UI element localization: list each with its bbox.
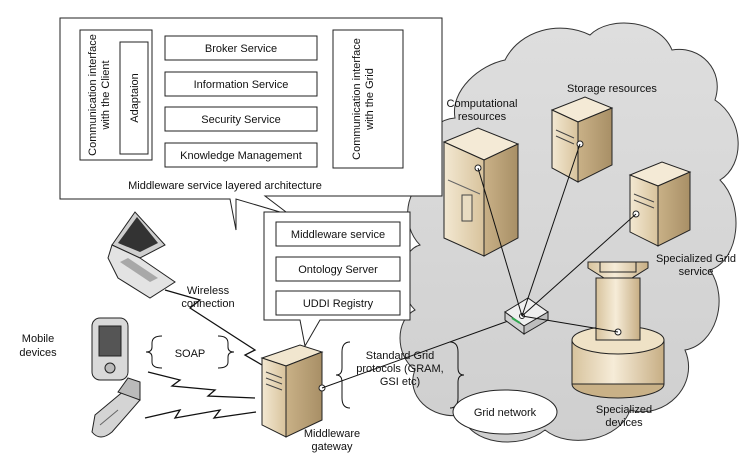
wireless-link-laptop — [164, 289, 263, 366]
soap-brace-right — [217, 335, 235, 369]
soap-label: SOAP — [175, 348, 206, 360]
grid-network-ellipse — [452, 389, 558, 435]
broker-service-label: Broker Service — [205, 43, 277, 55]
service-box-broker — [164, 35, 318, 61]
client-interface-label: Communication interfacewith the Client — [87, 34, 112, 156]
grid-interface-label: Communication interfacewith the Grid — [351, 38, 376, 160]
computational-server-icon — [442, 127, 520, 257]
knowledge-management-label: Knowledge Management — [180, 150, 302, 162]
gateway-ontology-server-label: Ontology Server — [298, 264, 378, 276]
service-box-information — [164, 71, 318, 97]
wireless-link-pda — [147, 371, 256, 399]
architecture-caption: Middleware service layered architecture — [128, 180, 322, 192]
laptop-icon — [107, 211, 176, 299]
soap-brace-left — [145, 335, 163, 369]
wireless-link-phone — [144, 409, 257, 419]
grid-network-label: Grid network — [474, 407, 537, 419]
grid-interface-box — [332, 29, 404, 169]
flip-phone-icon — [91, 377, 141, 438]
service-box-security — [164, 106, 318, 132]
adaptation-label: Adaptaion — [129, 73, 141, 123]
security-service-label: Security Service — [201, 114, 280, 126]
tower-device-icon — [571, 261, 665, 399]
service-box-knowledge — [164, 142, 318, 168]
gateway-router-link — [321, 315, 523, 389]
storage-label: Storage resources — [567, 83, 657, 95]
pda-icon — [91, 317, 129, 381]
storage-server-icon — [550, 96, 614, 183]
gateway-uddi-registry-label: UDDI Registry — [303, 298, 374, 310]
router-specialized-service-link — [521, 213, 637, 317]
specialized-service-server-icon — [628, 161, 692, 247]
protocol-brace-left — [335, 341, 351, 409]
gateway-middleware-service-box — [275, 221, 401, 247]
router-computational-link — [477, 167, 523, 317]
gateway-ontology-server-box — [275, 256, 401, 282]
adaptation-box — [119, 41, 149, 155]
gateway-middleware-service-label: Middleware service — [291, 229, 385, 241]
gateway-server-icon — [260, 344, 326, 438]
router-storage-link — [521, 143, 581, 317]
router-tower-link — [521, 315, 619, 333]
information-service-label: Information Service — [194, 79, 289, 91]
gateway-uddi-registry-box — [275, 290, 401, 316]
